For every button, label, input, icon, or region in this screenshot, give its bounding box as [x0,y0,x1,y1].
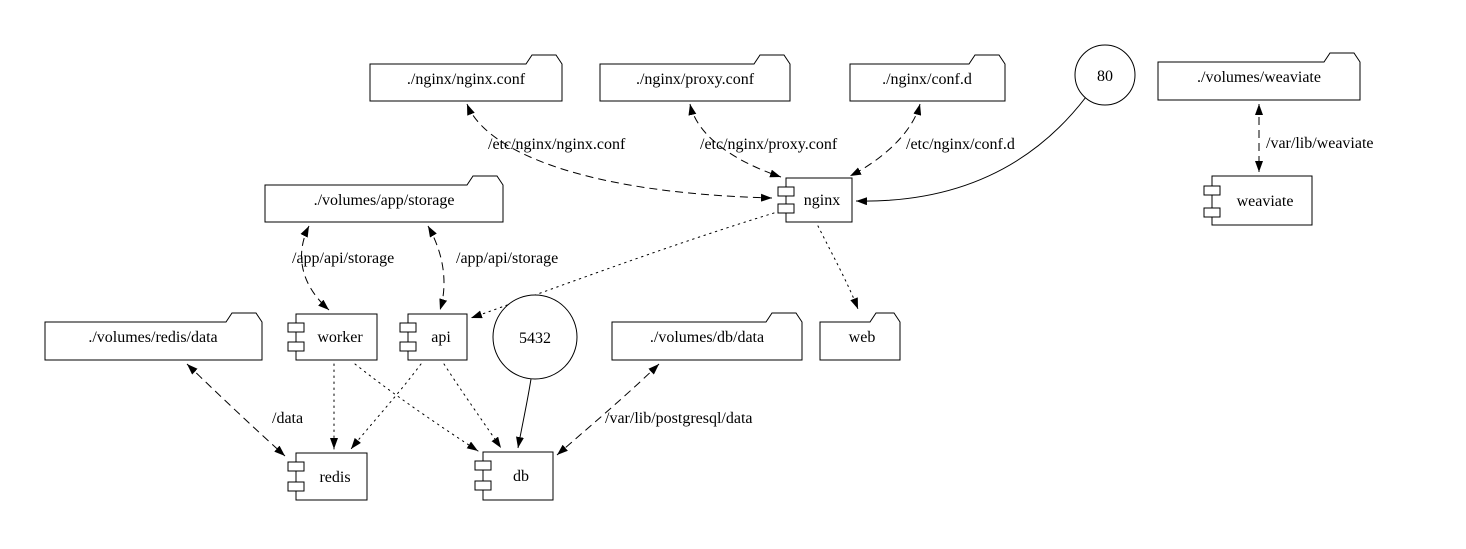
edge-label-weaviate-mount: /var/lib/weaviate [1266,135,1374,152]
edge-port-5432-to-db [516,378,532,449]
component-tab-icon [287,322,305,333]
edge-label-worker-storage-mount: /app/api/storage [292,250,394,267]
edge-port-80-to-nginx [855,96,1087,206]
folder-icon [1157,52,1361,101]
edge-redis-data-to-redis [186,363,286,457]
component-body [295,313,378,361]
edge-worker-to-db [354,363,479,452]
node-redis-service: redis [287,452,368,501]
node-weaviate-volume: ./volumes/weaviate [1157,52,1361,101]
node-label: 5432 [519,330,551,347]
edge-label-redis-mount: /data [272,410,303,427]
node-proxy-conf-volume: ./nginx/proxy.conf [599,54,791,102]
node-label: ./volumes/db/data [650,329,764,346]
node-api-service: api [399,313,468,361]
edge-proxy-conf-to-nginx [688,103,782,178]
node-label: weaviate [1237,193,1294,210]
folder-icon [611,312,803,361]
edge-labels-layer: /etc/nginx/nginx.conf /etc/nginx/proxy.c… [272,135,1374,427]
node-weaviate-service: weaviate [1203,175,1313,226]
component-body [1211,175,1313,226]
node-label: ./volumes/redis/data [88,329,217,346]
edge-app-storage-to-api [427,225,448,311]
folder-icon [849,54,1006,102]
node-label: db [513,468,529,485]
node-worker-service: worker [287,313,378,361]
folder-icon [44,312,263,361]
node-label: ./nginx/proxy.conf [636,71,755,88]
edge-api-to-redis [350,363,422,450]
edge-nginx-conf-to-nginx [466,103,773,202]
component-tab-icon [399,322,417,333]
edge-db-data-to-db [556,363,660,456]
node-label: ./nginx/conf.d [882,71,972,88]
component-body [407,313,468,361]
component-tab-icon [777,186,795,197]
folder-icon [819,312,901,361]
edge-conf-d-to-nginx [849,103,922,177]
folder-icon [264,175,504,223]
component-tab-icon [1203,185,1221,196]
nodes-layer: ./nginx/nginx.conf ./nginx/proxy.conf ./… [44,44,1361,501]
component-tab-icon [287,461,305,472]
node-port-5432: 5432 [492,294,578,380]
port-circle-icon [1074,44,1136,106]
node-label: redis [319,469,350,486]
component-body [295,452,368,501]
component-tab-icon [287,481,305,492]
edge-label-nginx-conf-mount: /etc/nginx/nginx.conf [488,136,626,153]
node-label: 80 [1097,68,1113,85]
port-circle-icon [492,294,578,380]
node-label: api [431,329,451,346]
edges-layer [186,96,1263,457]
node-db-service: db [474,451,554,501]
node-nginx-service: nginx [777,177,853,223]
folder-icon [599,54,791,102]
edge-nginx-to-web [817,225,859,310]
node-label: ./volumes/weaviate [1197,69,1321,86]
edge-api-to-db [443,363,502,449]
node-redis-data-volume: ./volumes/redis/data [44,312,263,361]
node-nginx-conf-volume: ./nginx/nginx.conf [369,54,563,102]
node-label: web [849,329,876,346]
node-label: ./volumes/app/storage [314,192,455,209]
edge-label-conf-d-mount: /etc/nginx/conf.d [906,136,1015,153]
node-label: worker [317,329,363,346]
component-body [482,451,554,501]
component-tab-icon [777,203,795,214]
component-tab-icon [1203,207,1221,218]
node-label: nginx [804,192,840,209]
node-label: ./nginx/nginx.conf [407,71,526,88]
edge-app-storage-to-worker [300,225,330,311]
component-tab-icon [399,341,417,352]
edge-label-db-mount: /var/lib/postgresql/data [605,410,753,427]
component-tab-icon [474,460,492,471]
edge-label-api-storage-mount: /app/api/storage [456,250,558,267]
edge-label-proxy-conf-mount: /etc/nginx/proxy.conf [700,136,838,153]
folder-icon [369,54,563,102]
node-app-storage-volume: ./volumes/app/storage [264,175,504,223]
edge-nginx-to-api [470,212,775,319]
component-body [785,177,853,223]
component-tab-icon [287,341,305,352]
node-port-80: 80 [1074,44,1136,106]
node-conf-d-volume: ./nginx/conf.d [849,54,1006,102]
node-db-data-volume: ./volumes/db/data [611,312,803,361]
component-tab-icon [474,480,492,491]
node-web-volume: web [819,312,901,361]
